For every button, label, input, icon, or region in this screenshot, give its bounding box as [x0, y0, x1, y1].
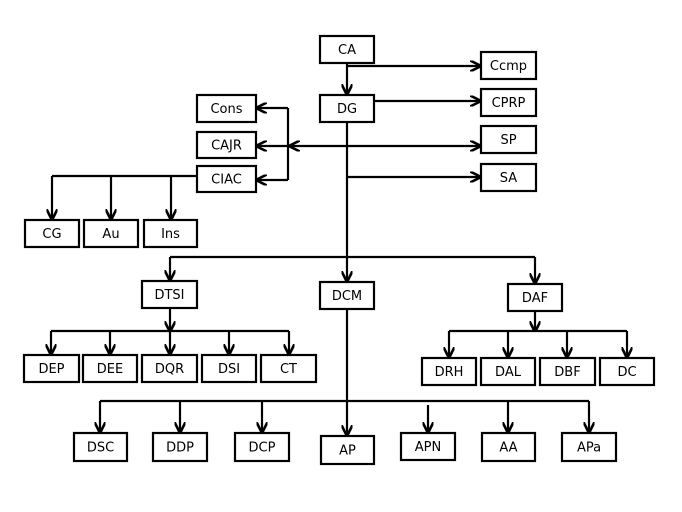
node-box [195, 164, 258, 194]
node-label: APa [577, 441, 601, 456]
node-dcm: DCM [318, 280, 376, 311]
node-label: Ccmp [490, 59, 527, 74]
node-dc: DC [598, 356, 656, 387]
node-box [506, 282, 564, 313]
node-label: DAL [495, 365, 522, 380]
node-ins: Ins [142, 218, 199, 249]
node-box [479, 356, 537, 387]
node-box [140, 279, 199, 310]
node-box [479, 87, 538, 118]
node-label: DCP [249, 441, 276, 456]
node-label: DDP [166, 441, 194, 456]
connectors [51, 63, 627, 435]
node-label: DTSI [154, 288, 184, 303]
node-label: AP [339, 444, 356, 459]
node-label: DBF [554, 365, 580, 380]
node-label: Au [102, 227, 119, 242]
node-label: DAF [522, 291, 548, 306]
node-box [560, 431, 618, 463]
node-box [479, 162, 538, 193]
node-box [23, 218, 81, 249]
node-label: DG [337, 102, 357, 117]
node-dep: DEP [22, 353, 81, 384]
node-cprp: CPRP [479, 87, 538, 118]
node-box [420, 356, 478, 387]
node-label: DC [617, 365, 636, 380]
node-box [82, 218, 140, 249]
node-apn: APN [399, 431, 457, 462]
node-box [200, 353, 258, 384]
node-ccmp: Ccmp [479, 50, 538, 81]
node-apa: APa [560, 431, 618, 463]
node-label: DEE [97, 362, 123, 377]
node-label: SA [500, 171, 517, 186]
node-box [195, 130, 258, 160]
node-dbf: DBF [538, 356, 597, 387]
node-cajr: CAJR [195, 130, 258, 160]
node-label: Ins [161, 227, 180, 242]
node-box [479, 50, 538, 81]
node-label: Cons [210, 102, 242, 117]
node-box [72, 431, 129, 463]
node-box [233, 431, 291, 463]
node-box [81, 353, 139, 384]
node-label: DEP [38, 362, 64, 377]
node-sp: SP [479, 124, 538, 155]
node-label: DCM [332, 289, 362, 304]
node-box [319, 434, 376, 466]
node-label: APN [415, 440, 441, 455]
node-label: SP [500, 133, 516, 148]
node-box [479, 124, 538, 155]
node-daf: DAF [506, 282, 564, 313]
node-dsi: DSI [200, 353, 258, 384]
node-dtsi: DTSI [140, 279, 199, 310]
node-box [538, 356, 597, 387]
node-label: DQR [155, 362, 184, 377]
node-cons: Cons [195, 93, 258, 124]
node-ct: CT [259, 353, 318, 384]
node-box [598, 356, 656, 387]
node-dg: DG [318, 93, 376, 124]
node-ciac: CIAC [195, 164, 258, 194]
node-label: CPRP [492, 96, 526, 111]
node-ap: AP [319, 434, 376, 466]
node-box [480, 431, 537, 463]
node-cg: CG [23, 218, 81, 249]
node-ddp: DDP [151, 431, 209, 463]
node-label: DRH [435, 365, 464, 380]
node-box [259, 353, 318, 384]
node-box [399, 431, 457, 462]
node-label: DSC [87, 441, 114, 456]
node-dal: DAL [479, 356, 537, 387]
node-label: CIAC [211, 173, 242, 188]
node-box [140, 353, 199, 384]
node-aa: AA [480, 431, 537, 463]
node-au: Au [82, 218, 140, 249]
node-box [22, 353, 81, 384]
node-sa: SA [479, 162, 538, 193]
node-box [142, 218, 199, 249]
node-label: AA [499, 441, 517, 456]
node-box [318, 93, 376, 124]
node-box [151, 431, 209, 463]
node-ca: CA [318, 34, 376, 65]
node-box [318, 280, 376, 311]
node-label: CA [338, 43, 356, 58]
node-label: CG [42, 227, 61, 242]
node-label: CT [280, 362, 297, 377]
node-box [195, 93, 258, 124]
node-dcp: DCP [233, 431, 291, 463]
node-label: CAJR [211, 139, 242, 154]
node-dsc: DSC [72, 431, 129, 463]
node-box [318, 34, 376, 65]
node-label: DSI [218, 362, 240, 377]
node-drh: DRH [420, 356, 478, 387]
node-dee: DEE [81, 353, 139, 384]
node-dqr: DQR [140, 353, 199, 384]
